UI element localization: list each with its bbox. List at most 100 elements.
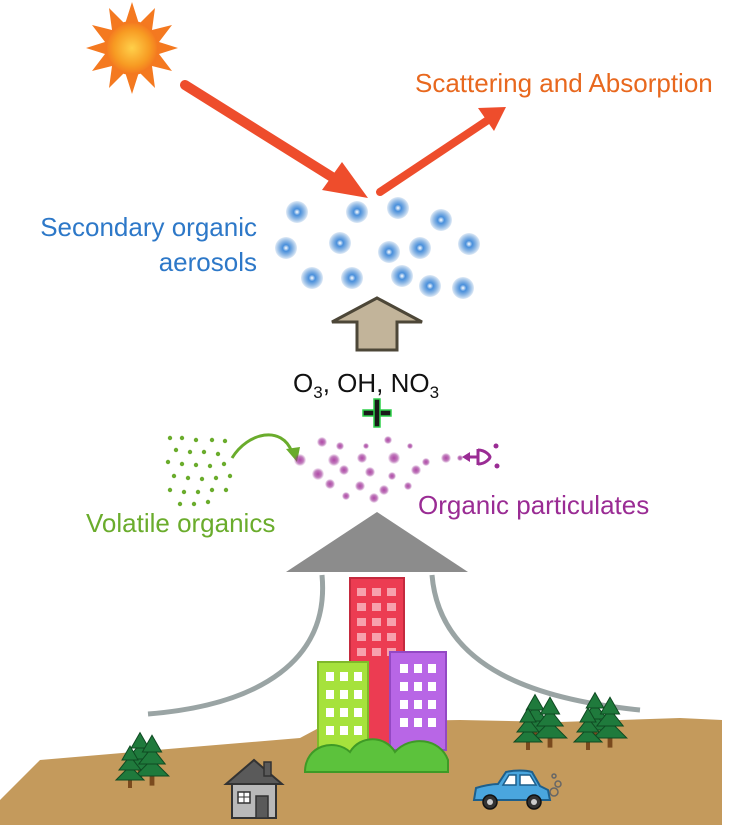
aerosol-particle xyxy=(458,233,480,255)
volatile-organic-dot xyxy=(179,461,185,467)
organic-particulates-label: Organic particulates xyxy=(418,490,650,520)
curved-arrow-icon xyxy=(230,433,300,462)
volatile-organic-dot xyxy=(227,473,233,479)
aerosol-particle xyxy=(301,267,323,289)
volatile-organic-dot xyxy=(171,473,177,479)
oxidant-species: NO xyxy=(390,368,430,398)
tree xyxy=(114,744,146,788)
aerosols-label: aerosols xyxy=(158,247,257,277)
oxidants-label: O3, OH, NO3 xyxy=(293,368,440,403)
volatile-organic-dot xyxy=(193,462,199,468)
volatile-organic-dot xyxy=(213,475,219,481)
bushes xyxy=(303,738,449,773)
organic-particulate xyxy=(342,492,350,500)
volatile-organics-label: Volatile organics xyxy=(86,508,276,538)
organic-particulate xyxy=(457,455,463,461)
organic-particulate xyxy=(355,481,365,491)
volatile-organic-dot xyxy=(205,499,211,505)
aerosol-particle xyxy=(341,267,363,289)
sun-icon xyxy=(86,2,178,94)
volatile-organic-dot xyxy=(185,475,191,481)
volatile-organic-dot xyxy=(209,437,215,443)
purple-building-windows xyxy=(400,664,436,727)
volatile-organic-dot xyxy=(187,449,193,455)
scattered-light-arrow xyxy=(376,107,506,196)
organic-particulate xyxy=(339,465,349,475)
oxidant-subscript: 3 xyxy=(313,383,323,403)
volatile-organic-dot xyxy=(167,487,173,493)
organic-particulate xyxy=(422,458,430,466)
volatile-organic-dot xyxy=(173,447,179,453)
organic-particulate xyxy=(441,453,451,463)
volatile-organic-dot xyxy=(191,501,197,507)
organic-particulate xyxy=(388,472,396,480)
tree xyxy=(572,706,604,750)
organic-particulate xyxy=(369,493,379,503)
volatile-organic-dot xyxy=(207,463,213,469)
organic-particulate xyxy=(336,442,344,450)
organic-particulate xyxy=(312,468,324,480)
aerosol-particle xyxy=(286,201,308,223)
volatile-organic-dots xyxy=(165,435,233,507)
organic-particulate xyxy=(384,436,392,444)
organic-particulate xyxy=(411,465,421,475)
volatile-organic-dot xyxy=(215,451,221,457)
volatile-organic-dot xyxy=(193,437,199,443)
aerosol-particles xyxy=(275,197,480,299)
aerosol-particle xyxy=(329,232,351,254)
aerosol-particle xyxy=(275,237,297,259)
organic-particulate xyxy=(357,453,367,463)
volatile-organic-dot xyxy=(165,459,171,465)
volatile-organic-dot xyxy=(195,489,201,495)
green-building-windows xyxy=(326,672,362,735)
oxidant-species: O xyxy=(293,368,314,398)
organic-particulate xyxy=(363,443,369,449)
aerosol-particle xyxy=(346,201,368,223)
volatile-organic-dot xyxy=(199,476,205,482)
volatile-organic-dot xyxy=(222,438,228,444)
up-arrow-icon xyxy=(331,296,423,352)
organic-particulate xyxy=(407,443,413,449)
aerosol-particle xyxy=(452,277,474,299)
volatile-organic-dot xyxy=(179,435,185,441)
organic-particulate-dots xyxy=(294,436,463,503)
secondary-organic-label: Secondary organic xyxy=(40,212,257,242)
tree xyxy=(133,734,171,786)
volatile-organic-dot xyxy=(221,461,227,467)
oxidant-species: OH xyxy=(337,368,377,398)
uplift-triangle xyxy=(286,512,468,572)
organic-particulate xyxy=(379,485,389,495)
volatile-organic-dot xyxy=(177,501,183,507)
red-building-windows xyxy=(357,588,396,656)
tree xyxy=(591,696,629,748)
aerosol-particle xyxy=(391,265,413,287)
aerosol-particle xyxy=(387,197,409,219)
aerosol-particle xyxy=(409,237,431,259)
tree xyxy=(531,696,569,748)
volatile-organic-dot xyxy=(201,449,207,455)
scattering-absorption-label: Scattering and Absorption xyxy=(415,68,713,98)
house-icon xyxy=(223,758,285,819)
organic-particulate xyxy=(388,452,400,464)
aerosol-particle xyxy=(419,275,441,297)
exhaust-source-icon xyxy=(462,443,500,469)
building-icon xyxy=(303,577,449,773)
tree xyxy=(512,706,544,750)
oxidant-subscript: 3 xyxy=(429,383,440,403)
organic-particulate xyxy=(325,479,335,489)
tree-cluster-icon xyxy=(114,691,629,788)
organic-particulate xyxy=(365,467,375,477)
organic-particulate xyxy=(317,437,327,447)
volatile-organic-dot xyxy=(223,487,229,493)
car-icon xyxy=(472,769,562,810)
volatile-organic-dot xyxy=(181,489,187,495)
aerosol-particle xyxy=(430,209,452,231)
organic-particulate xyxy=(294,454,306,466)
organic-particulate xyxy=(328,454,340,466)
dome-left-curve xyxy=(147,574,326,717)
dome-right-curve xyxy=(429,574,641,713)
volatile-organic-dot xyxy=(167,435,173,441)
plus-icon xyxy=(362,398,392,428)
